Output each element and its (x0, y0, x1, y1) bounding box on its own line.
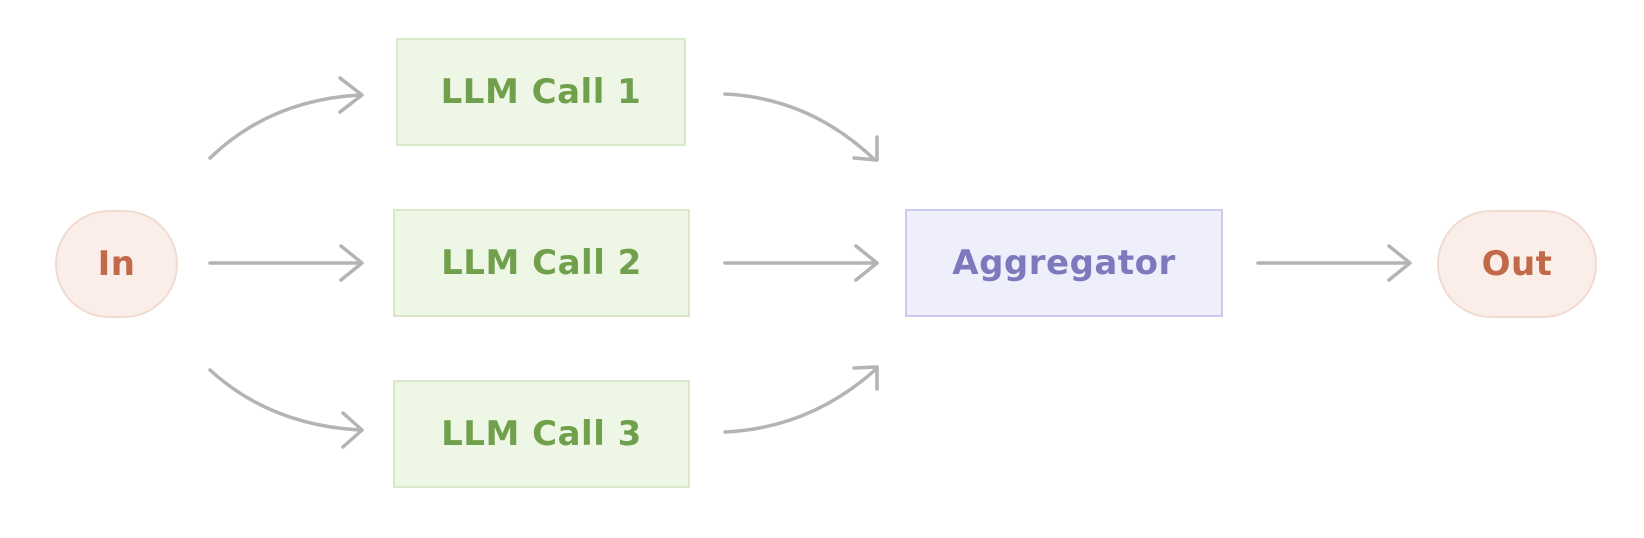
aggregator-label: Aggregator (952, 243, 1176, 283)
llm-call-1-label: LLM Call 1 (440, 72, 642, 112)
aggregator-node: Aggregator (905, 209, 1223, 317)
arrow-aggregator-to-out (1256, 244, 1412, 282)
input-node-label: In (97, 244, 136, 284)
llm-call-3-node: LLM Call 3 (393, 380, 690, 488)
arrow-llm-call-3-to-aggregator (723, 365, 879, 434)
input-node: In (55, 210, 178, 318)
arrow-llm-call-2-to-aggregator (723, 244, 879, 282)
llm-call-1-node: LLM Call 1 (396, 38, 686, 146)
llm-call-2-label: LLM Call 2 (441, 243, 642, 283)
arrow-in-to-llm-call-1 (208, 76, 364, 160)
llm-call-2-node: LLM Call 2 (393, 209, 690, 317)
output-node-label: Out (1481, 244, 1553, 284)
llm-call-3-label: LLM Call 3 (441, 414, 642, 454)
arrow-llm-call-1-to-aggregator (723, 92, 879, 162)
output-node: Out (1437, 210, 1597, 318)
arrow-in-to-llm-call-2 (208, 244, 364, 282)
arrow-in-to-llm-call-3 (208, 368, 364, 449)
